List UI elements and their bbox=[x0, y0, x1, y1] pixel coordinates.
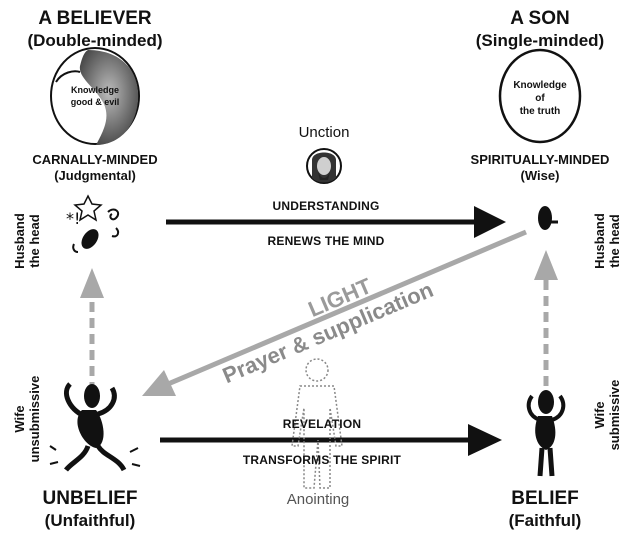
light-arrow bbox=[142, 229, 527, 396]
right-head-text-line2: of bbox=[535, 93, 545, 104]
right-title: A SON bbox=[510, 8, 570, 29]
left-head-text-line1: Knowledge bbox=[70, 85, 119, 95]
double-minded-head-icon bbox=[50, 47, 140, 145]
right-mind-sublabel: (Wise) bbox=[520, 168, 560, 183]
right-wife-line1: Wife bbox=[592, 401, 607, 429]
right-husband-line1: Husband bbox=[592, 213, 607, 269]
submissive-wife-figure-icon bbox=[526, 390, 566, 477]
left-subtitle: (Double-minded) bbox=[27, 31, 163, 50]
left-head-text: Knowledge good & evil bbox=[60, 84, 130, 108]
right-head-text-line1: Knowledge bbox=[513, 80, 567, 91]
left-upward-dashed-arrow bbox=[80, 268, 104, 392]
left-wife-line2: unsubmissive bbox=[27, 375, 42, 463]
right-head-text-line3: the truth bbox=[519, 106, 561, 117]
left-husband-line2: the head bbox=[27, 214, 42, 268]
unsubmissive-wife-figure-icon bbox=[49, 382, 141, 472]
understanding-label: UNDERSTANDING bbox=[272, 199, 380, 213]
left-mind-label: CARNALLY-MINDED bbox=[32, 152, 158, 167]
right-head-text: Knowledge of the truth bbox=[505, 79, 575, 118]
right-mind-label: SPIRITUALLY-MINDED bbox=[470, 152, 610, 167]
left-head-text-line2: good & evil bbox=[70, 97, 120, 107]
revelation-arrow bbox=[160, 424, 502, 456]
unction-label: Unction bbox=[298, 124, 350, 141]
right-husband-side-label: Husband the head bbox=[592, 206, 622, 276]
single-minded-head-icon bbox=[498, 48, 582, 144]
right-wife-side-label: Wife submissive bbox=[592, 370, 622, 460]
understanding-arrow bbox=[166, 206, 506, 238]
left-mind-sublabel: (Judgmental) bbox=[54, 168, 136, 183]
right-wife-line2: submissive bbox=[607, 379, 622, 451]
belief-subtitle: (Faithful) bbox=[508, 511, 582, 530]
unbelief-subtitle: (Unfaithful) bbox=[44, 511, 136, 530]
calm-husband-icon bbox=[538, 206, 558, 230]
right-husband-line2: the head bbox=[607, 214, 622, 268]
jesus-face-icon bbox=[306, 148, 342, 184]
right-upward-dashed-arrow bbox=[534, 250, 558, 386]
right-subtitle: (Single-minded) bbox=[475, 31, 605, 50]
confused-husband-icon: *! bbox=[66, 194, 120, 253]
revelation-label: REVELATION bbox=[282, 417, 362, 431]
left-husband-side-label: Husband the head bbox=[12, 206, 42, 276]
left-wife-side-label: Wife unsubmissive bbox=[12, 374, 42, 464]
belief-title: BELIEF bbox=[511, 488, 579, 509]
left-husband-line1: Husband bbox=[12, 213, 27, 269]
svg-text:*!: *! bbox=[66, 209, 80, 228]
anointing-person-outline-icon bbox=[291, 358, 343, 489]
anointing-label: Anointing bbox=[286, 491, 350, 508]
left-wife-line1: Wife bbox=[12, 405, 27, 433]
left-title: A BELIEVER bbox=[38, 8, 152, 29]
transforms-spirit-label: TRANSFORMS THE SPIRIT bbox=[242, 453, 402, 467]
renews-mind-label: RENEWS THE MIND bbox=[267, 234, 385, 248]
unbelief-title: UNBELIEF bbox=[42, 488, 138, 509]
